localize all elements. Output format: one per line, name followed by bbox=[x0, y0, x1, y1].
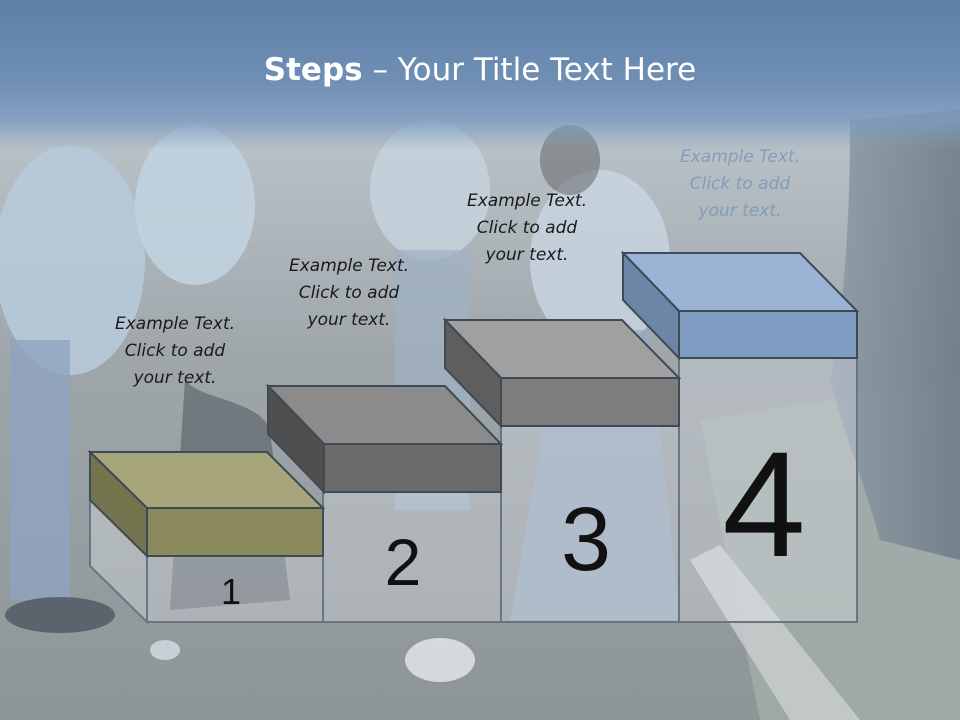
title-rest: – Your Title Text Here bbox=[362, 52, 697, 88]
step-4-caption[interactable]: Example Text. Click to add your text. bbox=[679, 147, 801, 221]
slide-title[interactable]: Steps – Your Title Text Here bbox=[0, 52, 960, 88]
title-band bbox=[0, 0, 960, 150]
step-4-block[interactable] bbox=[620, 250, 860, 361]
step-2-column[interactable] bbox=[322, 489, 502, 623]
step-2-caption[interactable]: Example Text. Click to add your text. bbox=[288, 256, 410, 330]
step-3-block[interactable] bbox=[442, 317, 682, 429]
step-2-number: 2 bbox=[385, 525, 422, 599]
step-3-caption[interactable]: Example Text. Click to add your text. bbox=[466, 191, 588, 265]
step-2-block[interactable] bbox=[265, 383, 504, 495]
step-1-block[interactable] bbox=[87, 449, 326, 559]
step-3-column[interactable] bbox=[500, 424, 680, 623]
step-3-number: 3 bbox=[561, 490, 611, 590]
step-4-column[interactable] bbox=[678, 356, 858, 623]
title-bold: Steps bbox=[263, 52, 363, 88]
step-1-number: 1 bbox=[221, 571, 241, 612]
step-4-number: 4 bbox=[722, 420, 805, 588]
step-1-caption[interactable]: Example Text. Click to add your text. bbox=[114, 314, 236, 388]
